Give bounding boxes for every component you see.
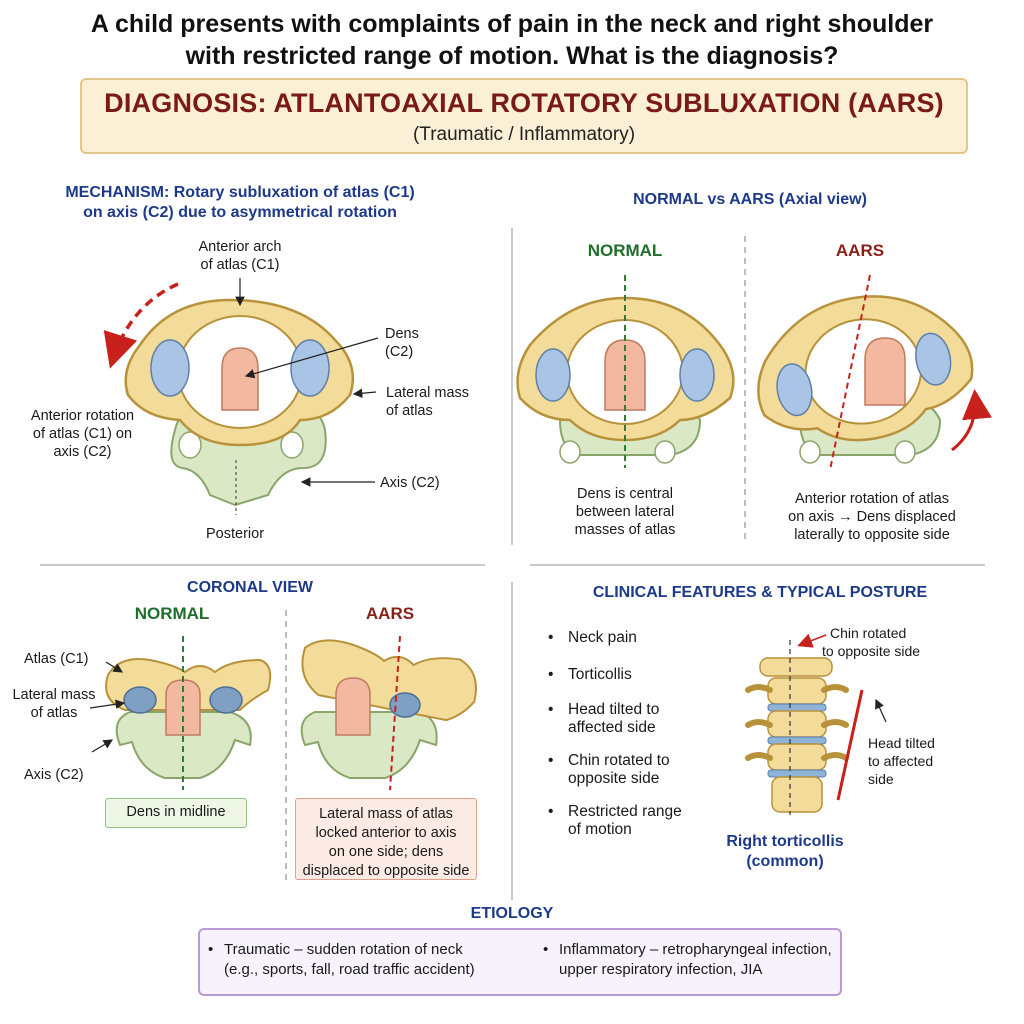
axial-aars-caption-line-2: on axis → Dens displaced (788, 509, 956, 525)
bullet: • (548, 666, 554, 683)
coronal-normal-box: Dens in midline (105, 798, 247, 828)
label-dens-line-2: (C2) (385, 344, 414, 360)
bullet: • (548, 629, 554, 646)
axial-normal-caption: Dens is central between lateral masses o… (545, 485, 705, 539)
chin-rotated-line-1: Chin rotated (830, 625, 907, 641)
chin-rotated-label: Chin rotated to opposite side (822, 624, 920, 660)
etiology-inflammatory-line-2: upper respiratory infection, JIA (559, 961, 763, 978)
clinical-feature-text: Restricted range (568, 803, 682, 820)
coronal-aars-box-line-3: on one side; dens (328, 844, 444, 860)
head-tilted-line-2: to affected (868, 753, 934, 769)
spine-illustration (745, 633, 887, 815)
label-lateral-mass-line-2: of atlas (386, 403, 433, 419)
mechanism-title-line-1: MECHANISM: Rotary subluxation of atlas (… (65, 184, 415, 201)
question-text: A child presents with complaints of pain… (0, 8, 1024, 72)
label-lateral-mass: Lateral mass of atlas (386, 384, 469, 420)
bullet: • (208, 941, 214, 958)
coronal-aars-box-line-2: locked anterior to axis (315, 825, 457, 841)
etiology-traumatic: • Traumatic – sudden rotation of neck (e… (208, 940, 538, 980)
etiology-traumatic-line-2: (e.g., sports, fall, road traffic accide… (224, 961, 475, 978)
label-posterior: Posterior (206, 526, 265, 542)
mechanism-title: MECHANISM: Rotary subluxation of atlas (… (40, 183, 440, 223)
bullet: • (548, 803, 554, 820)
mechanism-vertebra (103, 278, 379, 515)
axial-normal-caption-line-3: masses of atlas (574, 522, 676, 538)
diagnosis-title: DIAGNOSIS: ATLANTOAXIAL ROTATORY SUBLUXA… (104, 88, 944, 118)
label-dens-line-1: Dens (385, 326, 419, 342)
clinical-feature-text: Torticollis (568, 666, 632, 683)
label-anterior-rotation-line-2: of atlas (C1) on (32, 426, 133, 442)
axial-title: NORMAL vs AARS (Axial view) (633, 191, 867, 208)
head-tilted-label: Head tilted to affected side (868, 734, 935, 788)
coronal-axis-label: Axis (C2) (24, 767, 84, 783)
question-line-1: A child presents with complaints of pain… (90, 10, 934, 38)
clinical-feature-text: Head tilted to (568, 701, 660, 718)
etiology-traumatic-line-1: • Traumatic – sudden rotation of neck (208, 940, 538, 960)
label-anterior-rotation-line-3: axis (C2) (53, 444, 112, 460)
torticollis-caption: Right torticollis (common) (700, 832, 870, 872)
clinical-feature-text-line-2: opposite side (568, 770, 660, 787)
label-anterior-arch-line-2: of atlas (C1) (200, 257, 280, 273)
label-anterior-rotation: Anterior rotation of atlas (C1) on axis … (20, 407, 145, 461)
axial-normal-caption-line-1: Dens is central (577, 486, 673, 502)
etiology-traumatic-text: Traumatic – sudden rotation of neck (224, 941, 463, 958)
chin-rotated-line-2: to opposite side (822, 643, 921, 659)
coronal-lateral-mass-line-2: of atlas (30, 705, 78, 721)
axial-aars-label: AARS (835, 241, 885, 260)
head-tilted-line-1: Head tilted (868, 735, 935, 751)
torticollis-caption-line-1: Right torticollis (726, 833, 844, 850)
clinical-feature-text-line-2: of motion (568, 821, 632, 838)
clinical-feature-list: • Neck pain • Torticollis • Head tilted … (548, 628, 738, 848)
etiology-title: ETIOLOGY (470, 905, 554, 922)
axial-aars-caption-line-1: Anterior rotation of atlas (795, 491, 949, 507)
coronal-lateral-mass-label: Lateral mass of atlas (6, 686, 102, 722)
axial-normal-vertebra (516, 275, 735, 468)
coronal-atlas-label: Atlas (C1) (24, 651, 89, 667)
question-line-2: with restricted range of motion. What is… (185, 42, 839, 70)
diagnosis-subtitle: (Traumatic / Inflammatory) (412, 124, 636, 145)
bullet: • (548, 752, 554, 769)
etiology-inflammatory: • Inflammatory – retropharyngeal infecti… (543, 940, 838, 980)
coronal-normal-vertebra (89, 636, 272, 790)
axial-aars-caption-line-3: laterally to opposite side (794, 527, 950, 543)
axial-normal-label: NORMAL (587, 241, 663, 260)
etiology-inflammatory-line-1: • Inflammatory – retropharyngeal infecti… (543, 940, 838, 960)
mechanism-title-line-2: on axis (C2) due to asymmetrical rotatio… (83, 204, 397, 221)
diagnosis-box (80, 78, 968, 154)
axial-aars-caption: Anterior rotation of atlas on axis → Den… (772, 490, 972, 544)
coronal-title: CORONAL VIEW (187, 579, 313, 596)
bullet: • (543, 941, 549, 958)
clinical-feature-text: Neck pain (568, 629, 637, 646)
clinical-feature-text-line-2: affected side (568, 719, 656, 736)
clinical-title: CLINICAL FEATURES & TYPICAL POSTURE (592, 584, 928, 601)
torticollis-caption-line-2: (common) (746, 853, 824, 870)
coronal-aars-label: AARS (365, 604, 415, 623)
coronal-lateral-mass-line-1: Lateral mass (12, 687, 96, 703)
coronal-aars-box-line-4: displaced to opposite side (302, 863, 470, 879)
label-lateral-mass-line-1: Lateral mass (386, 385, 470, 401)
section-dividers (40, 228, 985, 900)
axial-aars-vertebra (757, 274, 992, 471)
label-anterior-arch: Anterior arch of atlas (C1) (170, 238, 310, 274)
label-anterior-rotation-line-1: Anterior rotation (30, 408, 135, 424)
coronal-aars-box: Lateral mass of atlas locked anterior to… (295, 798, 477, 880)
head-tilted-line-3: side (868, 771, 894, 787)
coronal-normal-label: NORMAL (134, 604, 210, 623)
axial-normal-caption-line-2: between lateral (575, 504, 675, 520)
etiology-box (198, 928, 842, 996)
label-axis: Axis (C2) (380, 475, 440, 491)
coronal-aars-vertebra (300, 635, 477, 791)
etiology-inflammatory-text: Inflammatory – retropharyngeal infection… (559, 941, 832, 958)
label-anterior-arch-line-1: Anterior arch (198, 239, 282, 255)
coronal-aars-box-line-1: Lateral mass of atlas (319, 806, 453, 822)
label-dens: Dens (C2) (385, 325, 419, 361)
bullet: • (548, 701, 554, 718)
clinical-feature-text: Chin rotated to (568, 752, 670, 769)
